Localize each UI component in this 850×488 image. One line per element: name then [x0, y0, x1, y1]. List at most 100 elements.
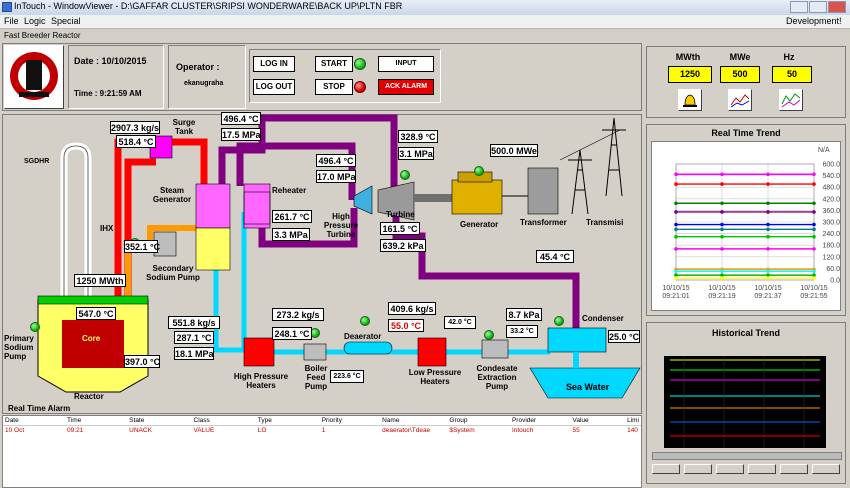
alarm-col-name[interactable]: Name	[380, 416, 448, 426]
reading-hp-exhaust-pressure: 3.1 MPa	[398, 147, 434, 160]
menu-logic[interactable]: Logic	[24, 16, 46, 26]
trend-series-point	[720, 201, 724, 206]
reading-condenser-pressure: 8.7 kPa	[506, 308, 542, 321]
reading-hp-inlet-pressure: 17.0 MPa	[316, 170, 356, 183]
reading-lp-heater-temp: 42.0 °C	[444, 316, 476, 329]
alarm-col-class[interactable]: Class	[191, 416, 256, 426]
input-button[interactable]: INPUT	[378, 56, 434, 72]
alarm-col-priority[interactable]: Priority	[319, 416, 381, 426]
login-button[interactable]: LOG IN	[253, 56, 295, 72]
reading-sg-inlet-temp: 518.4 °C	[116, 135, 156, 148]
screen-title: Fast Breeder Reactor	[4, 31, 81, 40]
start-button[interactable]: START	[315, 56, 353, 72]
alarm-cell-date: 10 Oct	[5, 427, 25, 434]
alarm-grid[interactable]: Date Time State Class Type Priority Name…	[2, 415, 642, 488]
hp-turbine-label: High Pressure Turbine	[323, 212, 359, 239]
trend-series-point	[812, 234, 816, 239]
alarm-col-value[interactable]: Value	[570, 416, 626, 426]
trend-series-point	[674, 201, 678, 206]
primary-pump-status-icon	[30, 322, 40, 332]
alarm-header-row: Date Time State Class Type Priority Name…	[3, 416, 641, 426]
reactor-label: Reactor	[74, 392, 104, 401]
minimize-button[interactable]	[790, 1, 808, 13]
historical-scrollbar[interactable]	[652, 452, 842, 460]
reading-feedwater-flow: 551.8 kg/s	[168, 316, 220, 329]
trend-series-point	[812, 273, 816, 277]
historical-zoom-in-button[interactable]	[684, 464, 712, 474]
close-button[interactable]	[828, 1, 846, 13]
maximize-button[interactable]	[809, 1, 827, 13]
realtime-trend-icon[interactable]	[728, 89, 752, 111]
trend-series-point	[766, 273, 770, 277]
condensate-pump-label: Condesate Extraction Pump	[476, 364, 518, 391]
alarm-col-provider[interactable]: Provider	[509, 416, 571, 426]
trend-x-tick-label: 09:21:55	[800, 293, 827, 300]
hp-heaters-label: High Pressure Heaters	[233, 372, 289, 390]
operator-panel	[168, 45, 246, 109]
alarm-bell-icon[interactable]	[678, 89, 702, 111]
trend-series-point	[766, 182, 770, 186]
deaerator-status-icon	[360, 316, 370, 326]
reading-turbine-exhaust-pressure: 639.2 kPa	[380, 239, 426, 252]
alarm-cell-limit: 140	[627, 427, 638, 434]
reading-bfp-flow: 273.2 kg/s	[272, 308, 324, 321]
trend-y-tick-label: 120.0	[822, 254, 840, 261]
mwth-label: MWth	[675, 52, 701, 62]
stop-button[interactable]: STOP	[315, 79, 353, 95]
reading-ihx-outlet-temp: 352.1 °C	[124, 240, 161, 253]
trend-series-point	[766, 201, 770, 206]
logout-button[interactable]: LOG OUT	[253, 79, 295, 95]
historical-plot	[664, 356, 826, 448]
operator-label: Operator :	[176, 62, 220, 72]
trend-series-point	[720, 276, 724, 280]
alarm-col-limit[interactable]: Limi	[625, 416, 641, 426]
reading-feedwater-temp: 287.1 °C	[174, 331, 214, 344]
trend-series-point	[812, 247, 816, 251]
historical-refresh-button[interactable]	[812, 464, 840, 474]
alarm-col-type[interactable]: Type	[255, 416, 320, 426]
historical-scale-button[interactable]	[780, 464, 808, 474]
trend-x-tick-label: 10/10/15	[754, 285, 781, 292]
trend-series-point	[674, 234, 678, 239]
historical-zoom-out-button[interactable]	[716, 464, 744, 474]
trend-series-point	[766, 222, 770, 227]
alarm-cell-state: UNACK	[129, 427, 152, 434]
alarm-cell-type: LO	[257, 427, 267, 434]
alarm-cell-group: $System	[449, 427, 475, 434]
alarm-cell-value: 55	[572, 427, 580, 434]
control-panel	[249, 49, 441, 103]
menu-bar: File Logic Special Development!	[0, 15, 850, 29]
alarm-cell-provider: Intouch	[511, 427, 534, 434]
trend-series-point	[720, 273, 724, 277]
trend-series-point	[720, 210, 724, 214]
alarm-col-date[interactable]: Date	[3, 416, 66, 426]
window-title: InTouch - WindowViewer - D:\GAFFAR CLUST…	[14, 1, 403, 11]
core-label: Core	[82, 334, 101, 343]
alarm-col-group[interactable]: Group	[447, 416, 510, 426]
trend-y-tick-label: 240.0	[822, 231, 840, 238]
trend-series-point	[812, 201, 816, 206]
trend-y-tick-label: 600.0	[822, 162, 840, 169]
alarm-cell-time: 09:21	[67, 427, 84, 434]
alarm-row[interactable]: 10 Oct 09:21 UNACK VALUE LO 1 deaerator\…	[3, 426, 641, 436]
trend-y-tick-label: 300.0	[822, 220, 840, 227]
ack-alarm-button[interactable]: ACK ALARM	[378, 79, 434, 95]
historical-back-button[interactable]	[652, 464, 680, 474]
steam-generator-label: Steam Generator	[152, 186, 192, 204]
historical-forward-button[interactable]	[748, 464, 776, 474]
trend-y-tick-label: 0.0	[830, 278, 840, 285]
trend-x-tick-label: 09:21:01	[662, 293, 689, 300]
trend-series-point	[720, 247, 724, 251]
historical-trend-icon[interactable]	[779, 89, 803, 111]
trend-na-label: N/A	[818, 147, 830, 154]
reading-core-outlet-temp: 547.0 °C	[76, 307, 116, 320]
menu-special[interactable]: Special	[51, 16, 81, 26]
reading-feedwater-pressure: 18.1 MPa	[174, 347, 214, 360]
app-icon	[2, 2, 12, 12]
turbine-status-icon	[400, 170, 410, 180]
alarm-col-time[interactable]: Time	[65, 416, 128, 426]
alarm-cell-class: VALUE	[193, 427, 215, 434]
alarm-col-state[interactable]: State	[127, 416, 192, 426]
menu-file[interactable]: File	[4, 16, 19, 26]
